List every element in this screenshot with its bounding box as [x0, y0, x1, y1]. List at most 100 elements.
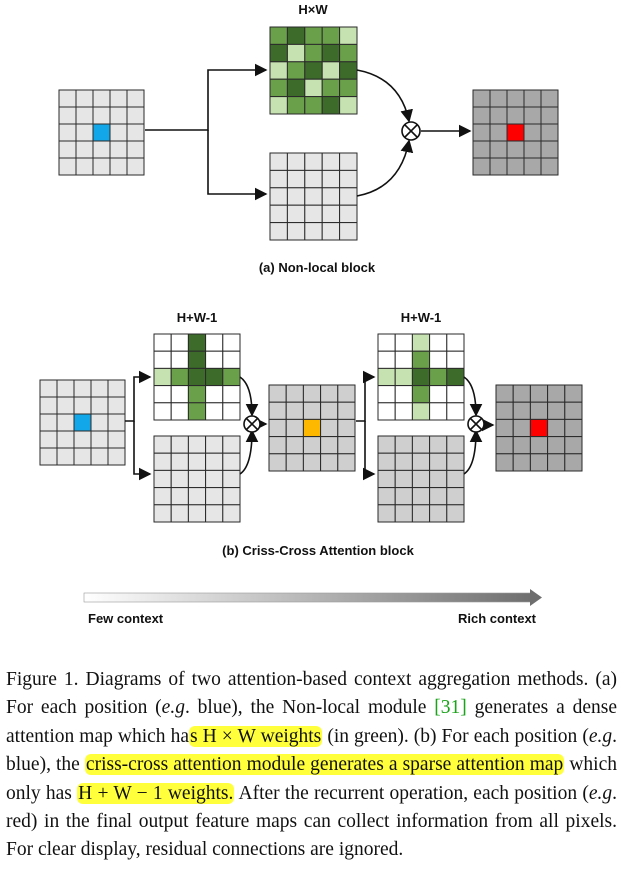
grid-cell	[529, 384, 549, 403]
multiply-operator-icon	[243, 415, 261, 433]
grid-cell	[153, 350, 172, 369]
caption-highlight: criss-cross attention module generates a…	[84, 754, 565, 776]
criss-cross-panel: H+W-1 H+W-1 (b) Criss-Cross Attention bl…	[39, 310, 583, 558]
grid-cell	[187, 402, 207, 421]
grid-cell	[429, 367, 448, 387]
grid-cell	[56, 447, 75, 466]
output-feature-map	[472, 89, 559, 176]
grid-cell	[286, 26, 306, 45]
grid-cell	[205, 350, 224, 369]
grid-cell	[446, 385, 465, 404]
grid-cell	[339, 152, 358, 171]
grid-cell	[58, 140, 77, 159]
grid-cell	[109, 157, 128, 176]
grid-cell	[302, 436, 322, 455]
grid-cell	[269, 204, 288, 224]
grid-cell	[153, 452, 172, 471]
grid-cell	[153, 435, 172, 454]
grid-cell	[109, 140, 128, 159]
caption-text: . blue), the	[6, 725, 618, 776]
grid-cell	[377, 402, 396, 421]
grid-cell	[73, 430, 92, 449]
value-feature-map-1	[153, 435, 241, 523]
grid-cell	[222, 452, 241, 471]
grid-cell	[472, 157, 491, 176]
grid-cell	[222, 487, 241, 506]
grid-cell	[187, 435, 207, 454]
caption-text: generates a dense attention map which ha	[6, 697, 617, 747]
sparse-attention-map-2	[377, 333, 465, 421]
attention-map-label-2: H+W-1	[401, 310, 442, 325]
grid-cell	[564, 418, 583, 438]
grid-cell	[429, 469, 448, 489]
grid-cell	[268, 401, 287, 420]
grid-cell	[321, 204, 341, 224]
grid-cell	[222, 350, 241, 369]
grid-cell	[73, 379, 92, 398]
grid-cell	[429, 350, 448, 369]
grid-cell	[187, 487, 207, 506]
grid-cell	[495, 453, 514, 472]
grid-cell	[489, 140, 508, 159]
grid-cell	[269, 152, 288, 171]
citation-link[interactable]: [31]	[434, 697, 467, 719]
grid-cell	[339, 169, 358, 189]
grid-cell	[446, 469, 465, 489]
grid-cell	[523, 89, 542, 108]
grid-cell	[377, 367, 396, 387]
grid-cell	[126, 157, 145, 176]
grid-cell	[187, 469, 207, 489]
grid-cell	[523, 157, 542, 176]
grid-cell	[512, 384, 531, 403]
grid-cell	[377, 487, 396, 506]
grid-cell	[39, 430, 58, 449]
grid-cell	[58, 123, 77, 142]
input-feature-map	[58, 89, 145, 176]
grid-cell	[269, 78, 288, 98]
grid-cell	[394, 452, 413, 471]
grid-cell	[339, 78, 358, 98]
grid-cell	[512, 418, 531, 438]
caption-eg: e.g	[588, 782, 613, 804]
grid-cell	[75, 123, 94, 142]
grid-cell	[75, 157, 94, 176]
grid-cell	[564, 436, 583, 455]
grid-cell	[304, 26, 323, 45]
grid-cell	[109, 123, 128, 142]
grid-cell	[304, 222, 323, 241]
grid-cell	[170, 452, 189, 471]
grid-cell	[107, 413, 126, 432]
grid-cell	[547, 401, 566, 420]
grid-cell	[339, 43, 358, 63]
grid-cell	[320, 384, 339, 403]
grid-cell	[446, 435, 465, 454]
grid-cell	[75, 140, 94, 159]
caption-eg: e.g	[161, 697, 185, 719]
grid-cell	[286, 187, 306, 206]
value-feature-map-2	[377, 435, 465, 523]
few-context-label: Few context	[88, 611, 164, 626]
grid-cell	[90, 413, 109, 432]
caption-highlight: s H × W weights	[189, 725, 323, 747]
grid-cell	[107, 396, 126, 415]
attention-map-label-1: H+W-1	[177, 310, 218, 325]
grid-cell	[58, 106, 77, 125]
grid-cell	[472, 89, 491, 108]
grid-cell	[304, 204, 323, 224]
grid-cell	[472, 123, 491, 142]
grid-cell	[92, 106, 111, 125]
grid-cell	[495, 418, 514, 438]
grid-cell	[506, 89, 525, 108]
grid-cell	[302, 401, 322, 420]
output-feature-map	[495, 384, 583, 472]
grid-cell	[337, 436, 356, 455]
grid-cell	[377, 504, 396, 523]
grid-cell	[339, 187, 358, 206]
grid-cell	[540, 106, 559, 125]
grid-cell	[411, 452, 431, 471]
grid-cell	[187, 350, 207, 369]
grid-cell	[377, 452, 396, 471]
grid-cell	[446, 504, 465, 523]
input-feature-map	[39, 379, 126, 466]
grid-cell	[205, 402, 224, 421]
